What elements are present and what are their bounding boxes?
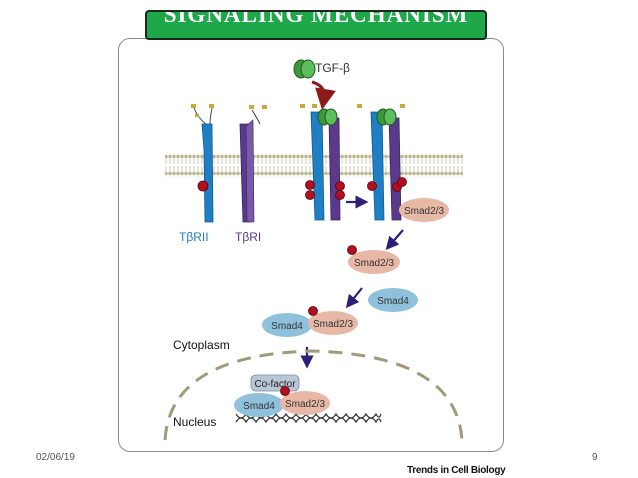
phosphate-icon	[308, 306, 318, 316]
smad23-nuclear	[280, 391, 330, 415]
title-banner: SIGNALING MECHANISM	[145, 10, 487, 40]
type2-receptor-label: TβRII	[179, 230, 209, 244]
smad23-label-3: Smad2/3	[313, 319, 353, 330]
diagram-panel	[118, 38, 504, 452]
smad4-nuclear	[234, 393, 284, 417]
smad23-phosphorylated	[348, 250, 400, 274]
receptor-complex-left	[300, 104, 345, 221]
receptor-complex-right	[357, 104, 407, 221]
smad4-complex	[262, 313, 312, 337]
ligand-binding-arrow	[311, 80, 336, 110]
cytoplasm-label: Cytoplasm	[173, 338, 230, 352]
phosphate-icon	[280, 386, 290, 396]
smad4-label-1: Smad4	[377, 296, 409, 307]
slide-date: 02/06/19	[36, 452, 75, 463]
smad4-label-3: Smad4	[243, 401, 275, 412]
page-title: SIGNALING MECHANISM	[163, 10, 469, 27]
release-arrow	[385, 229, 404, 250]
dna-strand	[235, 412, 382, 424]
smad23-label-1: Smad2/3	[404, 206, 444, 217]
smad23-label-2: Smad2/3	[354, 258, 394, 269]
tgf-beta-ligand	[293, 59, 316, 79]
nuclear-envelope	[163, 349, 464, 441]
smad23-label-4: Smad2/3	[285, 399, 325, 410]
smad23-receptor-bound	[399, 198, 449, 222]
type2-receptor-unbound	[191, 104, 214, 223]
nucleus-label: Nucleus	[173, 415, 216, 429]
phosphate-icon	[347, 245, 357, 255]
smad4-free	[368, 288, 418, 312]
slide-page-number: 9	[592, 452, 598, 463]
smad4-label-2: Smad4	[271, 321, 303, 332]
source-credit: Trends in Cell Biology	[407, 465, 506, 476]
smad23-complex	[308, 311, 358, 335]
type1-receptor-unbound	[239, 105, 267, 223]
cofactor-label: Co-factor	[254, 379, 296, 390]
tgf-beta-label: TGF-β	[315, 61, 350, 75]
type1-receptor-label: TβRI	[235, 230, 261, 244]
complex-formation-arrow	[345, 287, 363, 309]
